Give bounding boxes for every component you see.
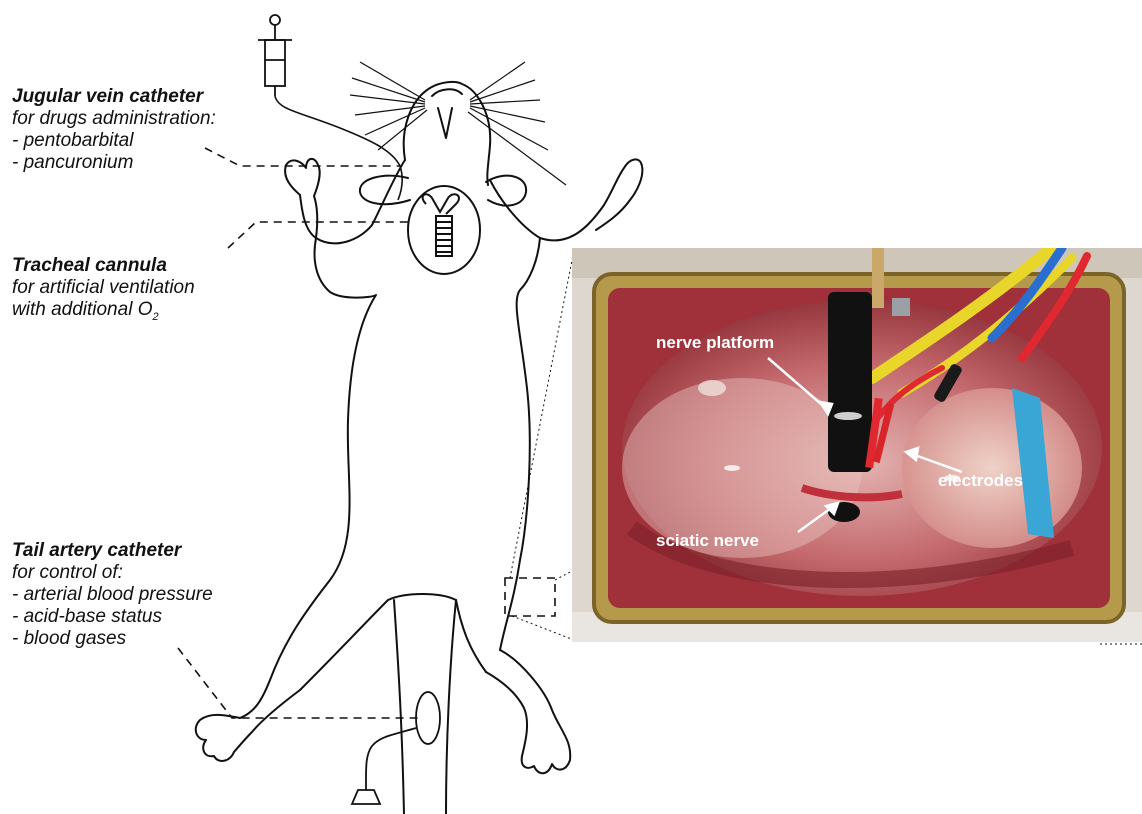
rat-tail-left	[394, 600, 404, 814]
syringe-icon	[258, 15, 292, 96]
rat-right-front-paw	[596, 159, 642, 230]
tracheal-line: for artificial ventilation	[12, 277, 195, 299]
jugular-title: Jugular vein catheter	[12, 86, 216, 108]
rat-nose	[432, 89, 462, 96]
jugular-item: - pancuronium	[12, 152, 216, 174]
jugular-subtitle: for drugs administration:	[12, 108, 216, 130]
sciatic-nerve-label: sciatic nerve	[656, 531, 759, 550]
rat-neck-right	[490, 180, 604, 240]
jugular-callout: Jugular vein catheter for drugs administ…	[12, 86, 216, 174]
jugular-item: - pentobarbital	[12, 130, 216, 152]
rat-mouth	[438, 108, 452, 138]
rat-tail-base	[388, 594, 456, 600]
tracheal-line-o2: with additional O2	[12, 299, 195, 328]
nerve-platform-label: nerve platform	[656, 333, 774, 352]
tail-item: - blood gases	[12, 628, 213, 650]
tracheal-callout: Tracheal cannula for artificial ventilat…	[12, 255, 195, 328]
brass-rod	[872, 248, 884, 308]
rat-inner-leg-left	[300, 600, 388, 690]
electrodes-label: electrodes	[938, 471, 1023, 490]
tail-item: - acid-base status	[12, 606, 213, 628]
surgical-photo: nerve platform electrodes sciatic nerve	[572, 248, 1142, 642]
rat-torso-right	[500, 238, 540, 650]
tail-subtitle: for control of:	[12, 562, 213, 584]
tracheal-line: with additional O	[12, 299, 152, 320]
rat-right-ear	[486, 176, 526, 206]
rat-torso-left	[240, 238, 376, 718]
tracheal-title: Tracheal cannula	[12, 255, 195, 277]
rat-right-hind-leg	[486, 650, 570, 773]
tracheal-subscript: 2	[152, 311, 158, 323]
nerve-platform	[828, 292, 872, 472]
zoom-line-bottom	[512, 616, 574, 640]
tail-callout: Tail artery catheter for control of: - a…	[12, 540, 213, 650]
fat-pad	[902, 388, 1082, 548]
tracheal-cannula-icon	[408, 186, 480, 274]
tail-title: Tail artery catheter	[12, 540, 213, 562]
rat-left-front-paw	[285, 159, 320, 238]
rat-tail-right	[446, 600, 456, 814]
rat-whiskers	[350, 62, 566, 185]
rat-left-hind-paw	[196, 690, 300, 761]
tail-leader-line	[178, 648, 420, 718]
tail-item: - arterial blood pressure	[12, 584, 213, 606]
rat-inner-leg-right	[456, 600, 486, 672]
pressure-transducer-icon	[352, 692, 440, 804]
zoom-line-top	[510, 250, 574, 578]
